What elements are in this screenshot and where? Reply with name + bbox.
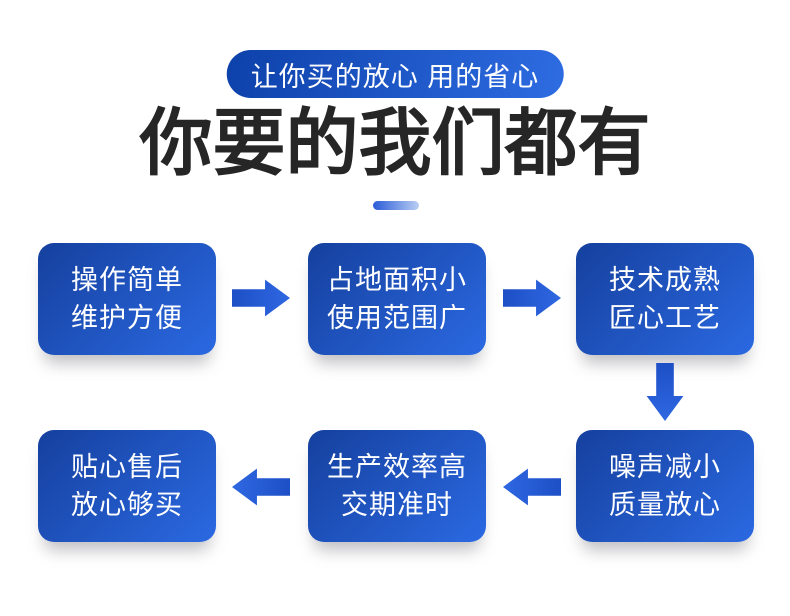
arrow-down-icon [645, 363, 685, 421]
feature-box-operation: 操作简单 维护方便 [38, 243, 216, 355]
feature-box-line: 维护方便 [71, 303, 183, 333]
feature-box-line: 使用范围广 [327, 303, 467, 333]
feature-box-line: 交期准时 [341, 490, 453, 520]
feature-box-line: 贴心售后 [71, 451, 183, 482]
arrow-right-icon [232, 279, 290, 317]
feature-box-line: 放心够买 [71, 490, 183, 520]
arrow-left-icon [503, 467, 561, 507]
feature-box-line: 技术成熟 [609, 264, 721, 295]
feature-box-line: 质量放心 [609, 490, 721, 520]
title-underline-dash [373, 201, 419, 210]
feature-box-efficiency: 生产效率高 交期准时 [308, 430, 486, 542]
promo-badge: 让你买的放心 用的省心 [226, 50, 564, 98]
promo-badge-label: 让你买的放心 用的省心 [250, 61, 540, 92]
feature-box-line: 生产效率高 [327, 451, 467, 482]
arrow-right-icon [503, 279, 561, 317]
feature-box-line: 操作简单 [71, 264, 183, 295]
page-title: 你要的我们都有 [139, 103, 651, 184]
feature-box-line: 匠心工艺 [609, 303, 721, 333]
arrow-left-icon [232, 467, 290, 507]
feature-box-line: 噪声减小 [609, 451, 721, 482]
feature-box-aftersale: 贴心售后 放心够买 [38, 430, 216, 542]
feature-box-footprint: 占地面积小 使用范围广 [308, 243, 486, 355]
feature-box-line: 占地面积小 [327, 264, 467, 295]
feature-box-noise: 噪声减小 质量放心 [576, 430, 754, 542]
feature-box-technology: 技术成熟 匠心工艺 [576, 243, 754, 355]
